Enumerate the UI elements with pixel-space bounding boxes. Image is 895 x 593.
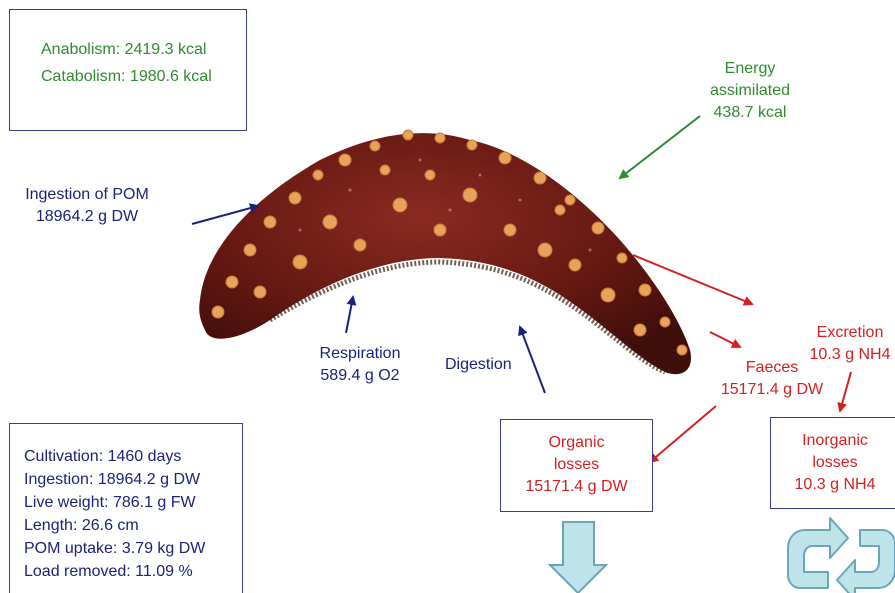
- anabolism-text: Anabolism: 2419.3 kcal: [41, 39, 206, 61]
- arrow-digestion: [520, 327, 545, 393]
- energy-label-line3: 438.7 kcal: [690, 102, 810, 124]
- faeces-line1: Faeces: [712, 357, 832, 379]
- down-arrow-icon: [550, 522, 606, 593]
- arrow-to-inorganic: [840, 372, 851, 411]
- stat-pom-uptake: POM uptake: 3.79 kg DW: [24, 537, 205, 560]
- inorganic-losses-text: Inorganic losses 10.3 g NH4: [775, 430, 895, 496]
- respiration-label: Respiration 589.4 g O2: [305, 343, 415, 387]
- organic-losses-text: Organic losses 15171.4 g DW: [500, 432, 653, 498]
- stat-live-weight: Live weight: 786.1 g FW: [24, 491, 205, 514]
- stat-load-removed: Load removed: 11.09 %: [24, 560, 205, 583]
- arrow-faeces-out: [710, 332, 740, 347]
- respiration-line2: 589.4 g O2: [305, 365, 415, 387]
- inorganic-losses-line1: Inorganic: [775, 430, 895, 452]
- stat-ingestion: Ingestion: 18964.2 g DW: [24, 468, 205, 491]
- ingestion-pom-line2: 18964.2 g DW: [12, 206, 162, 228]
- organic-losses-line1: Organic: [500, 432, 653, 454]
- energy-label-line1: Energy: [690, 58, 810, 80]
- inorganic-losses-line2: losses: [775, 452, 895, 474]
- organic-losses-line3: 15171.4 g DW: [500, 476, 653, 498]
- faeces-line2: 15171.4 g DW: [712, 379, 832, 401]
- arrow-to-organic: [650, 406, 716, 462]
- sea-cucumber-illustration: [199, 130, 691, 374]
- faeces-label: Faeces 15171.4 g DW: [712, 357, 832, 401]
- stat-length: Length: 26.6 cm: [24, 514, 205, 537]
- ingestion-pom-line1: Ingestion of POM: [12, 184, 162, 206]
- excretion-line1: Excretion: [800, 322, 895, 344]
- arrow-energy: [620, 116, 700, 178]
- energy-assimilated-label: Energy assimilated 438.7 kcal: [690, 58, 810, 124]
- energy-label-line2: assimilated: [690, 80, 810, 102]
- recycle-icon: [788, 518, 895, 593]
- catabolism-text: Catabolism: 1980.6 kcal: [41, 66, 212, 88]
- cultivation-stats-text: Cultivation: 1460 days Ingestion: 18964.…: [24, 445, 205, 583]
- inorganic-losses-line3: 10.3 g NH4: [775, 474, 895, 496]
- digestion-label: Digestion: [445, 354, 512, 376]
- stat-cultivation: Cultivation: 1460 days: [24, 445, 205, 468]
- ingestion-pom-label: Ingestion of POM 18964.2 g DW: [12, 184, 162, 228]
- organic-losses-line2: losses: [500, 454, 653, 476]
- respiration-line1: Respiration: [305, 343, 415, 365]
- arrow-respiration: [346, 297, 353, 333]
